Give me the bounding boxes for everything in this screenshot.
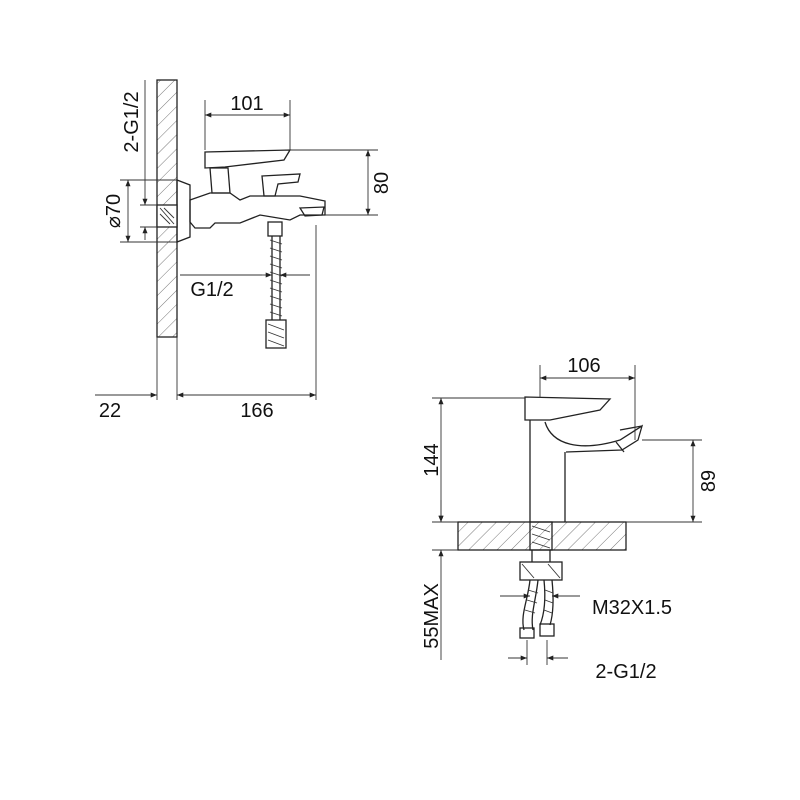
- diverter-knob: [261, 173, 301, 197]
- bath-spout-reach-label: 101: [230, 93, 263, 115]
- bath-wall-offset-label: 22: [99, 400, 121, 422]
- bath-mixer-view: 101 80 2-G1/2 ⌀70 G1/2 22 166: [95, 79, 393, 422]
- basin-lever-handle: [524, 396, 612, 421]
- bath-flange-diameter-label: ⌀70: [103, 194, 125, 228]
- wall-flange: [176, 179, 191, 243]
- shower-hose: [271, 236, 281, 320]
- bath-hose-thread-label: G1/2: [190, 279, 233, 301]
- mixer-body: [189, 192, 326, 229]
- basin-shank-thread-label: M32X1.5: [592, 597, 672, 619]
- flexible-hoses: [522, 579, 554, 631]
- basin-inlet-thread-label: 2-G1/2: [595, 661, 656, 683]
- basin-deck-thickness-label: 55MAX: [421, 583, 443, 649]
- basin-spout-height-label: 89: [698, 470, 720, 492]
- bath-projection-label: 166: [240, 400, 273, 422]
- lever-handle: [204, 149, 292, 169]
- bath-height-label: 80: [371, 172, 393, 194]
- basin-mixer-view: 106 144 89 55MAX M32X1.5 2-G1/2: [421, 355, 720, 683]
- basin-mixer-body: [529, 420, 566, 522]
- basin-spout-reach-label: 106: [567, 355, 600, 377]
- bath-inlet-thread-label: 2-G1/2: [121, 91, 143, 152]
- basin-total-height-label: 144: [421, 443, 443, 476]
- fixing-nut: [519, 561, 563, 581]
